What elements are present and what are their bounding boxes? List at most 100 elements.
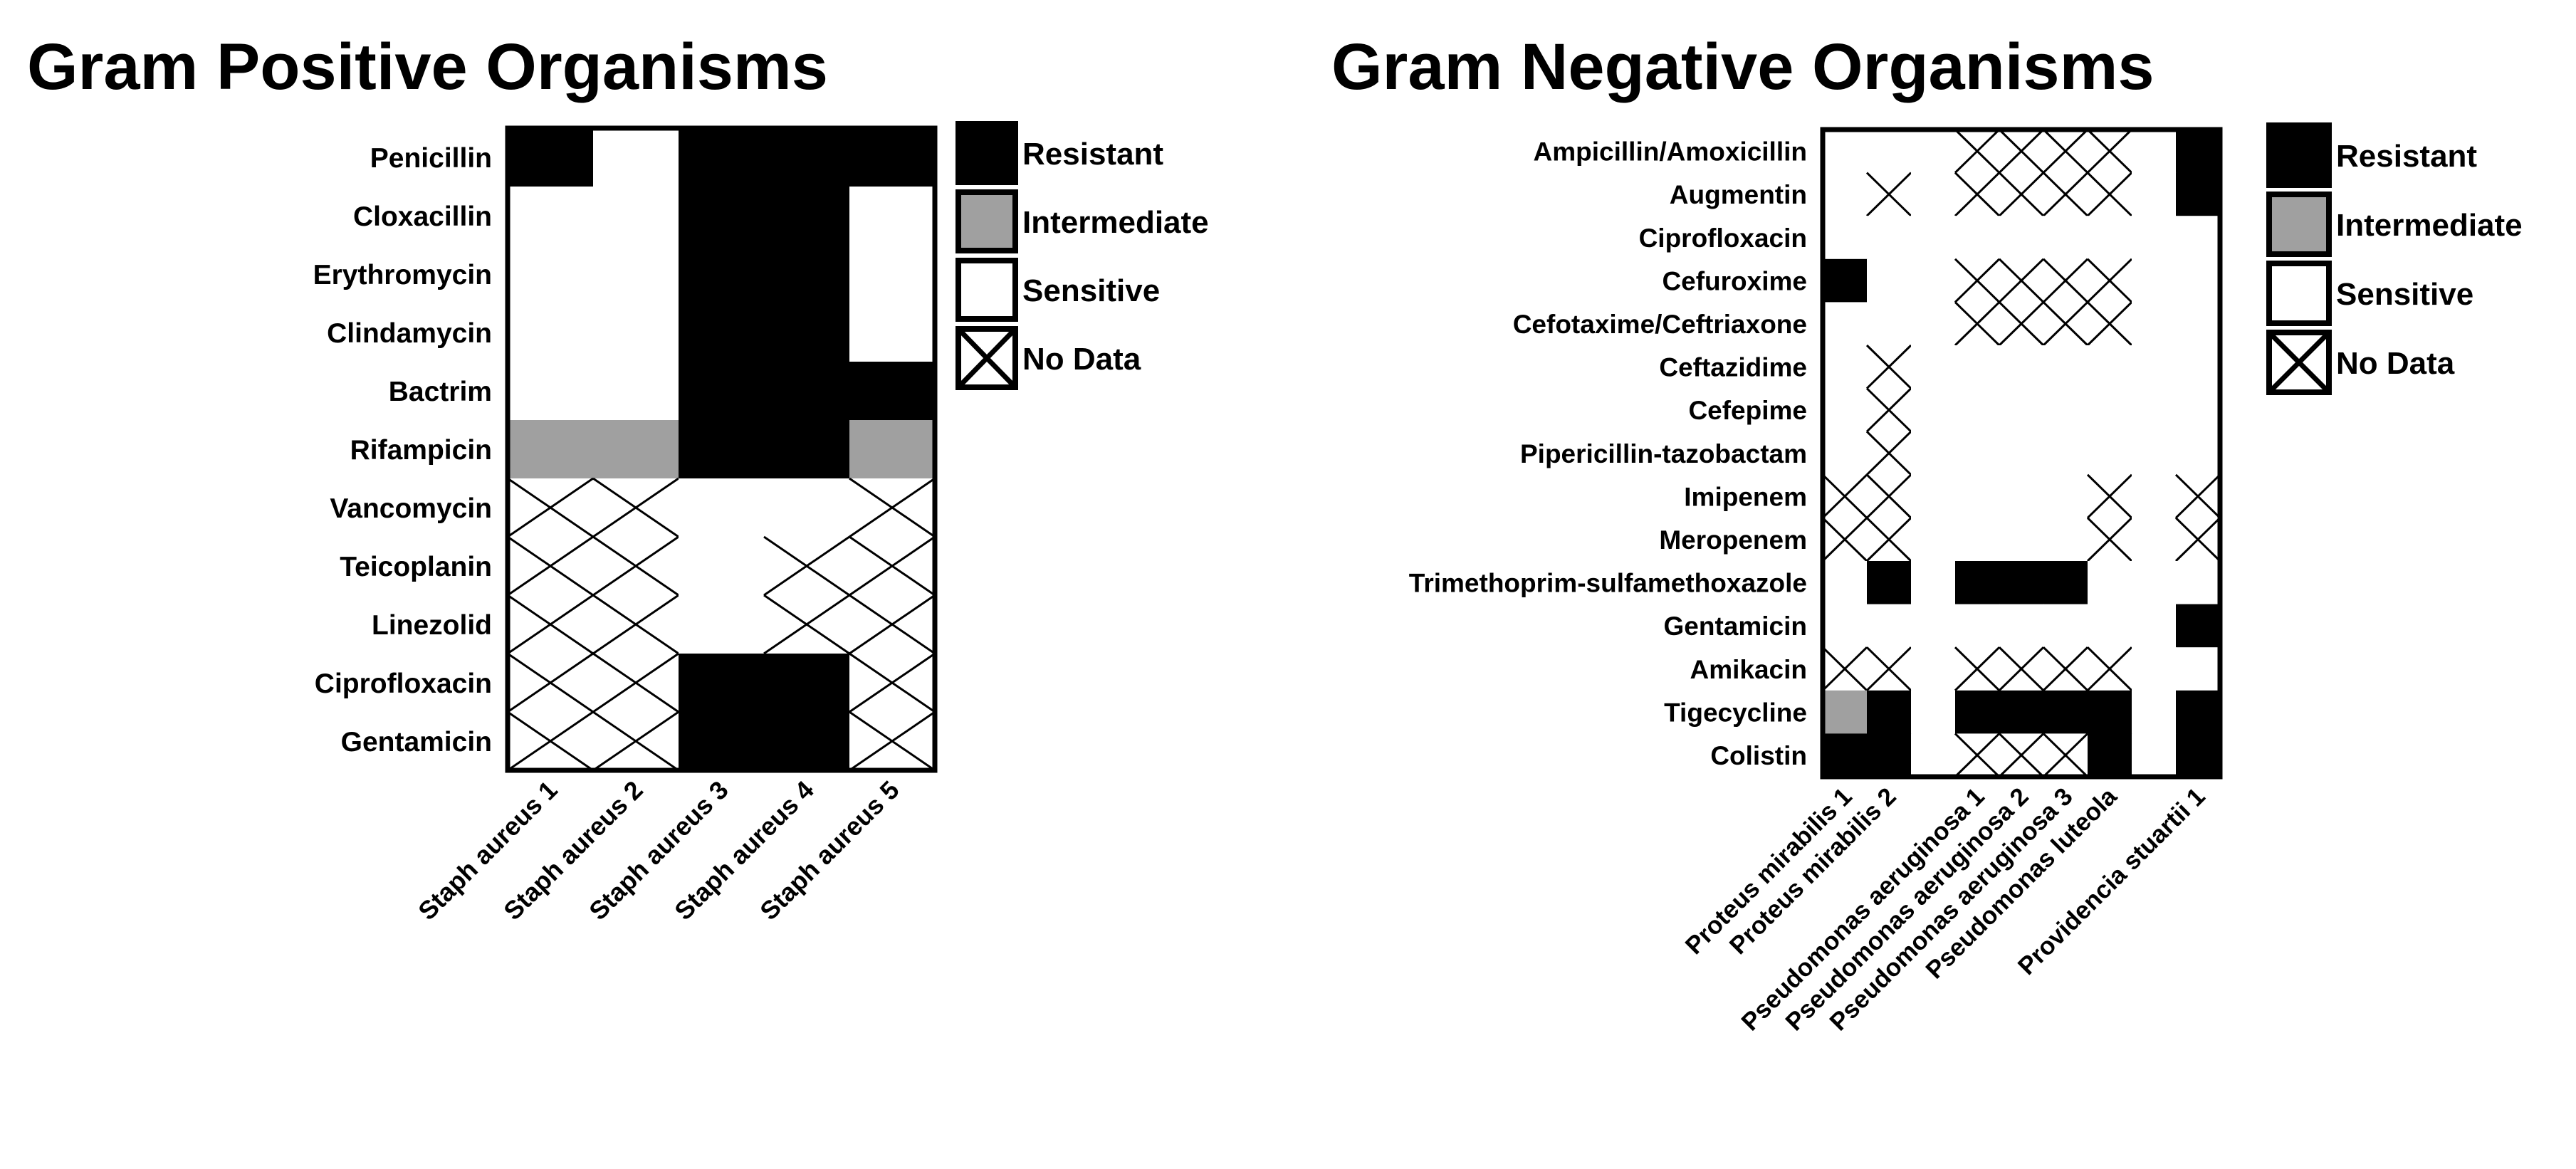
cell-trimethoprim-sulfamethoxazole-col-2 xyxy=(1911,561,1956,605)
no-data-mark xyxy=(1998,733,2045,778)
cell-trimethoprim-sulfamethoxazole-pseudomonas-luteola xyxy=(2088,561,2132,605)
cell-cefepime-pseudomonas-luteola xyxy=(2088,388,2132,432)
no-data-mark xyxy=(1954,128,2001,174)
cell-ceftazidime-pseudomonas-luteola xyxy=(2088,345,2132,389)
cell-cloxacillin-staph-aureus-1 xyxy=(508,187,594,246)
cell-ampicillin-amoxicillin-providencia-stuartii-1 xyxy=(2176,130,2221,174)
cell-cefuroxime-proteus-mirabilis-2 xyxy=(1867,258,1912,303)
cell-ciprofloxacin-pseudomonas-aeruginosa-1 xyxy=(1955,216,2000,260)
cell-imipenem-pseudomonas-aeruginosa-2 xyxy=(1999,474,2044,518)
chart-title: Gram Positive Organisms xyxy=(27,31,828,103)
cell-vancomycin-staph-aureus-3 xyxy=(679,478,765,538)
cell-ciprofloxacin-proteus-mirabilis-1 xyxy=(1823,216,1868,260)
cell-linezolid-staph-aureus-3 xyxy=(679,595,765,654)
row-label: Trimethoprim-sulfamethoxazole xyxy=(1409,569,1807,598)
row-label: Gentamicin xyxy=(341,727,492,758)
cell-trimethoprim-sulfamethoxazole-proteus-mirabilis-2 xyxy=(1867,561,1912,605)
cell-erythromycin-staph-aureus-2 xyxy=(593,245,679,304)
no-data-mark xyxy=(592,535,679,597)
cell-erythromycin-staph-aureus-3 xyxy=(679,245,765,304)
no-data-mark xyxy=(1954,646,2001,691)
cell-gentamicin-col-7 xyxy=(2132,604,2177,648)
no-data-mark xyxy=(1998,172,2045,217)
cell-tigecycline-pseudomonas-luteola xyxy=(2088,690,2132,734)
cell-augmentin-col-2 xyxy=(1911,172,1956,216)
cell-penicillin-staph-aureus-3 xyxy=(679,128,765,187)
cell-colistin-providencia-stuartii-1 xyxy=(2176,733,2221,777)
cell-ciprofloxacin-col-7 xyxy=(2132,216,2177,260)
row-label: Ampicillin/Amoxicillin xyxy=(1534,137,1807,167)
cell-ceftazidime-pseudomonas-aeruginosa-3 xyxy=(2043,345,2088,389)
no-data-mark xyxy=(1821,473,1868,519)
legend-swatch-resistant xyxy=(955,121,1018,185)
legend-swatch-sensitive xyxy=(2266,261,2332,326)
cell-bactrim-staph-aureus-4 xyxy=(764,362,850,421)
no-data-mark xyxy=(2174,517,2221,562)
legend-swatch-sensitive xyxy=(955,258,1018,322)
legend-swatch-intermediate xyxy=(2266,192,2332,257)
no-data-mark xyxy=(1998,258,2045,303)
cell-meropenem-pseudomonas-aeruginosa-3 xyxy=(2043,518,2088,562)
cell-clindamycin-staph-aureus-5 xyxy=(849,303,936,362)
legend-label: Intermediate xyxy=(1022,205,1209,240)
no-data-mark xyxy=(1998,128,2045,174)
cell-gentamicin-staph-aureus-4 xyxy=(764,712,850,771)
cell-meropenem-col-2 xyxy=(1911,518,1956,562)
cell-cefotaxime-ceftriaxone-proteus-mirabilis-2 xyxy=(1867,302,1912,346)
cell-cloxacillin-staph-aureus-5 xyxy=(849,187,936,246)
cell-clindamycin-staph-aureus-1 xyxy=(508,303,594,362)
row-label: Ceftazidime xyxy=(1659,353,1807,382)
cell-clindamycin-staph-aureus-3 xyxy=(679,303,765,362)
no-data-mark xyxy=(2086,258,2133,303)
legend-swatch-resistant xyxy=(2266,122,2332,188)
no-data-mark xyxy=(1865,517,1912,562)
cell-pipericillin-tazobactam-col-2 xyxy=(1911,431,1956,476)
cell-cefuroxime-proteus-mirabilis-1 xyxy=(1823,258,1868,303)
no-data-mark xyxy=(1865,646,1912,691)
cell-cefotaxime-ceftriaxone-col-2 xyxy=(1911,302,1956,346)
cell-rifampicin-staph-aureus-3 xyxy=(679,420,765,479)
no-data-mark xyxy=(2086,646,2133,691)
cell-cefepime-proteus-mirabilis-1 xyxy=(1823,388,1868,432)
no-data-mark xyxy=(507,477,594,538)
cell-pipericillin-tazobactam-col-7 xyxy=(2132,431,2177,476)
row-label: Cefuroxime xyxy=(1662,266,1807,295)
cell-amikacin-col-2 xyxy=(1911,647,1956,691)
cell-imipenem-col-7 xyxy=(2132,474,2177,518)
grid-border xyxy=(1820,127,2223,780)
cell-erythromycin-staph-aureus-1 xyxy=(508,245,594,304)
no-data-mark xyxy=(2267,330,2331,394)
cell-penicillin-staph-aureus-5 xyxy=(849,128,936,187)
no-data-mark xyxy=(849,477,936,538)
no-data-mark xyxy=(1954,258,2001,303)
legend-label: Resistant xyxy=(1022,137,1163,172)
cell-bactrim-staph-aureus-3 xyxy=(679,362,765,421)
no-data-mark xyxy=(592,594,679,655)
cell-pipericillin-tazobactam-proteus-mirabilis-1 xyxy=(1823,431,1868,476)
cell-tigecycline-col-7 xyxy=(2132,690,2177,734)
cell-teicoplanin-staph-aureus-3 xyxy=(679,537,765,596)
cell-rifampicin-staph-aureus-1 xyxy=(508,420,594,479)
cell-rifampicin-staph-aureus-2 xyxy=(593,420,679,479)
no-data-mark xyxy=(956,327,1017,389)
grid-border xyxy=(505,125,938,773)
cell-gentamicin-proteus-mirabilis-1 xyxy=(1823,604,1868,648)
cell-tigecycline-pseudomonas-aeruginosa-3 xyxy=(2043,690,2088,734)
cell-cefuroxime-providencia-stuartii-1 xyxy=(2176,258,2221,303)
legend-label: Intermediate xyxy=(2336,208,2523,243)
cell-penicillin-staph-aureus-2 xyxy=(593,128,679,187)
no-data-mark xyxy=(507,711,594,772)
cell-tigecycline-col-2 xyxy=(1911,690,1956,734)
cell-augmentin-col-7 xyxy=(2132,172,2177,216)
row-label: Cloxacillin xyxy=(353,201,492,232)
cell-cefepime-pseudomonas-aeruginosa-2 xyxy=(1999,388,2044,432)
cell-tigecycline-providencia-stuartii-1 xyxy=(2176,690,2221,734)
legend-label: Sensitive xyxy=(1022,273,1160,308)
no-data-mark xyxy=(592,477,679,538)
cell-gentamicin-providencia-stuartii-1 xyxy=(2176,604,2221,648)
row-label: Clindamycin xyxy=(327,318,492,349)
cell-ceftazidime-proteus-mirabilis-1 xyxy=(1823,345,1868,389)
cell-erythromycin-staph-aureus-4 xyxy=(764,245,850,304)
